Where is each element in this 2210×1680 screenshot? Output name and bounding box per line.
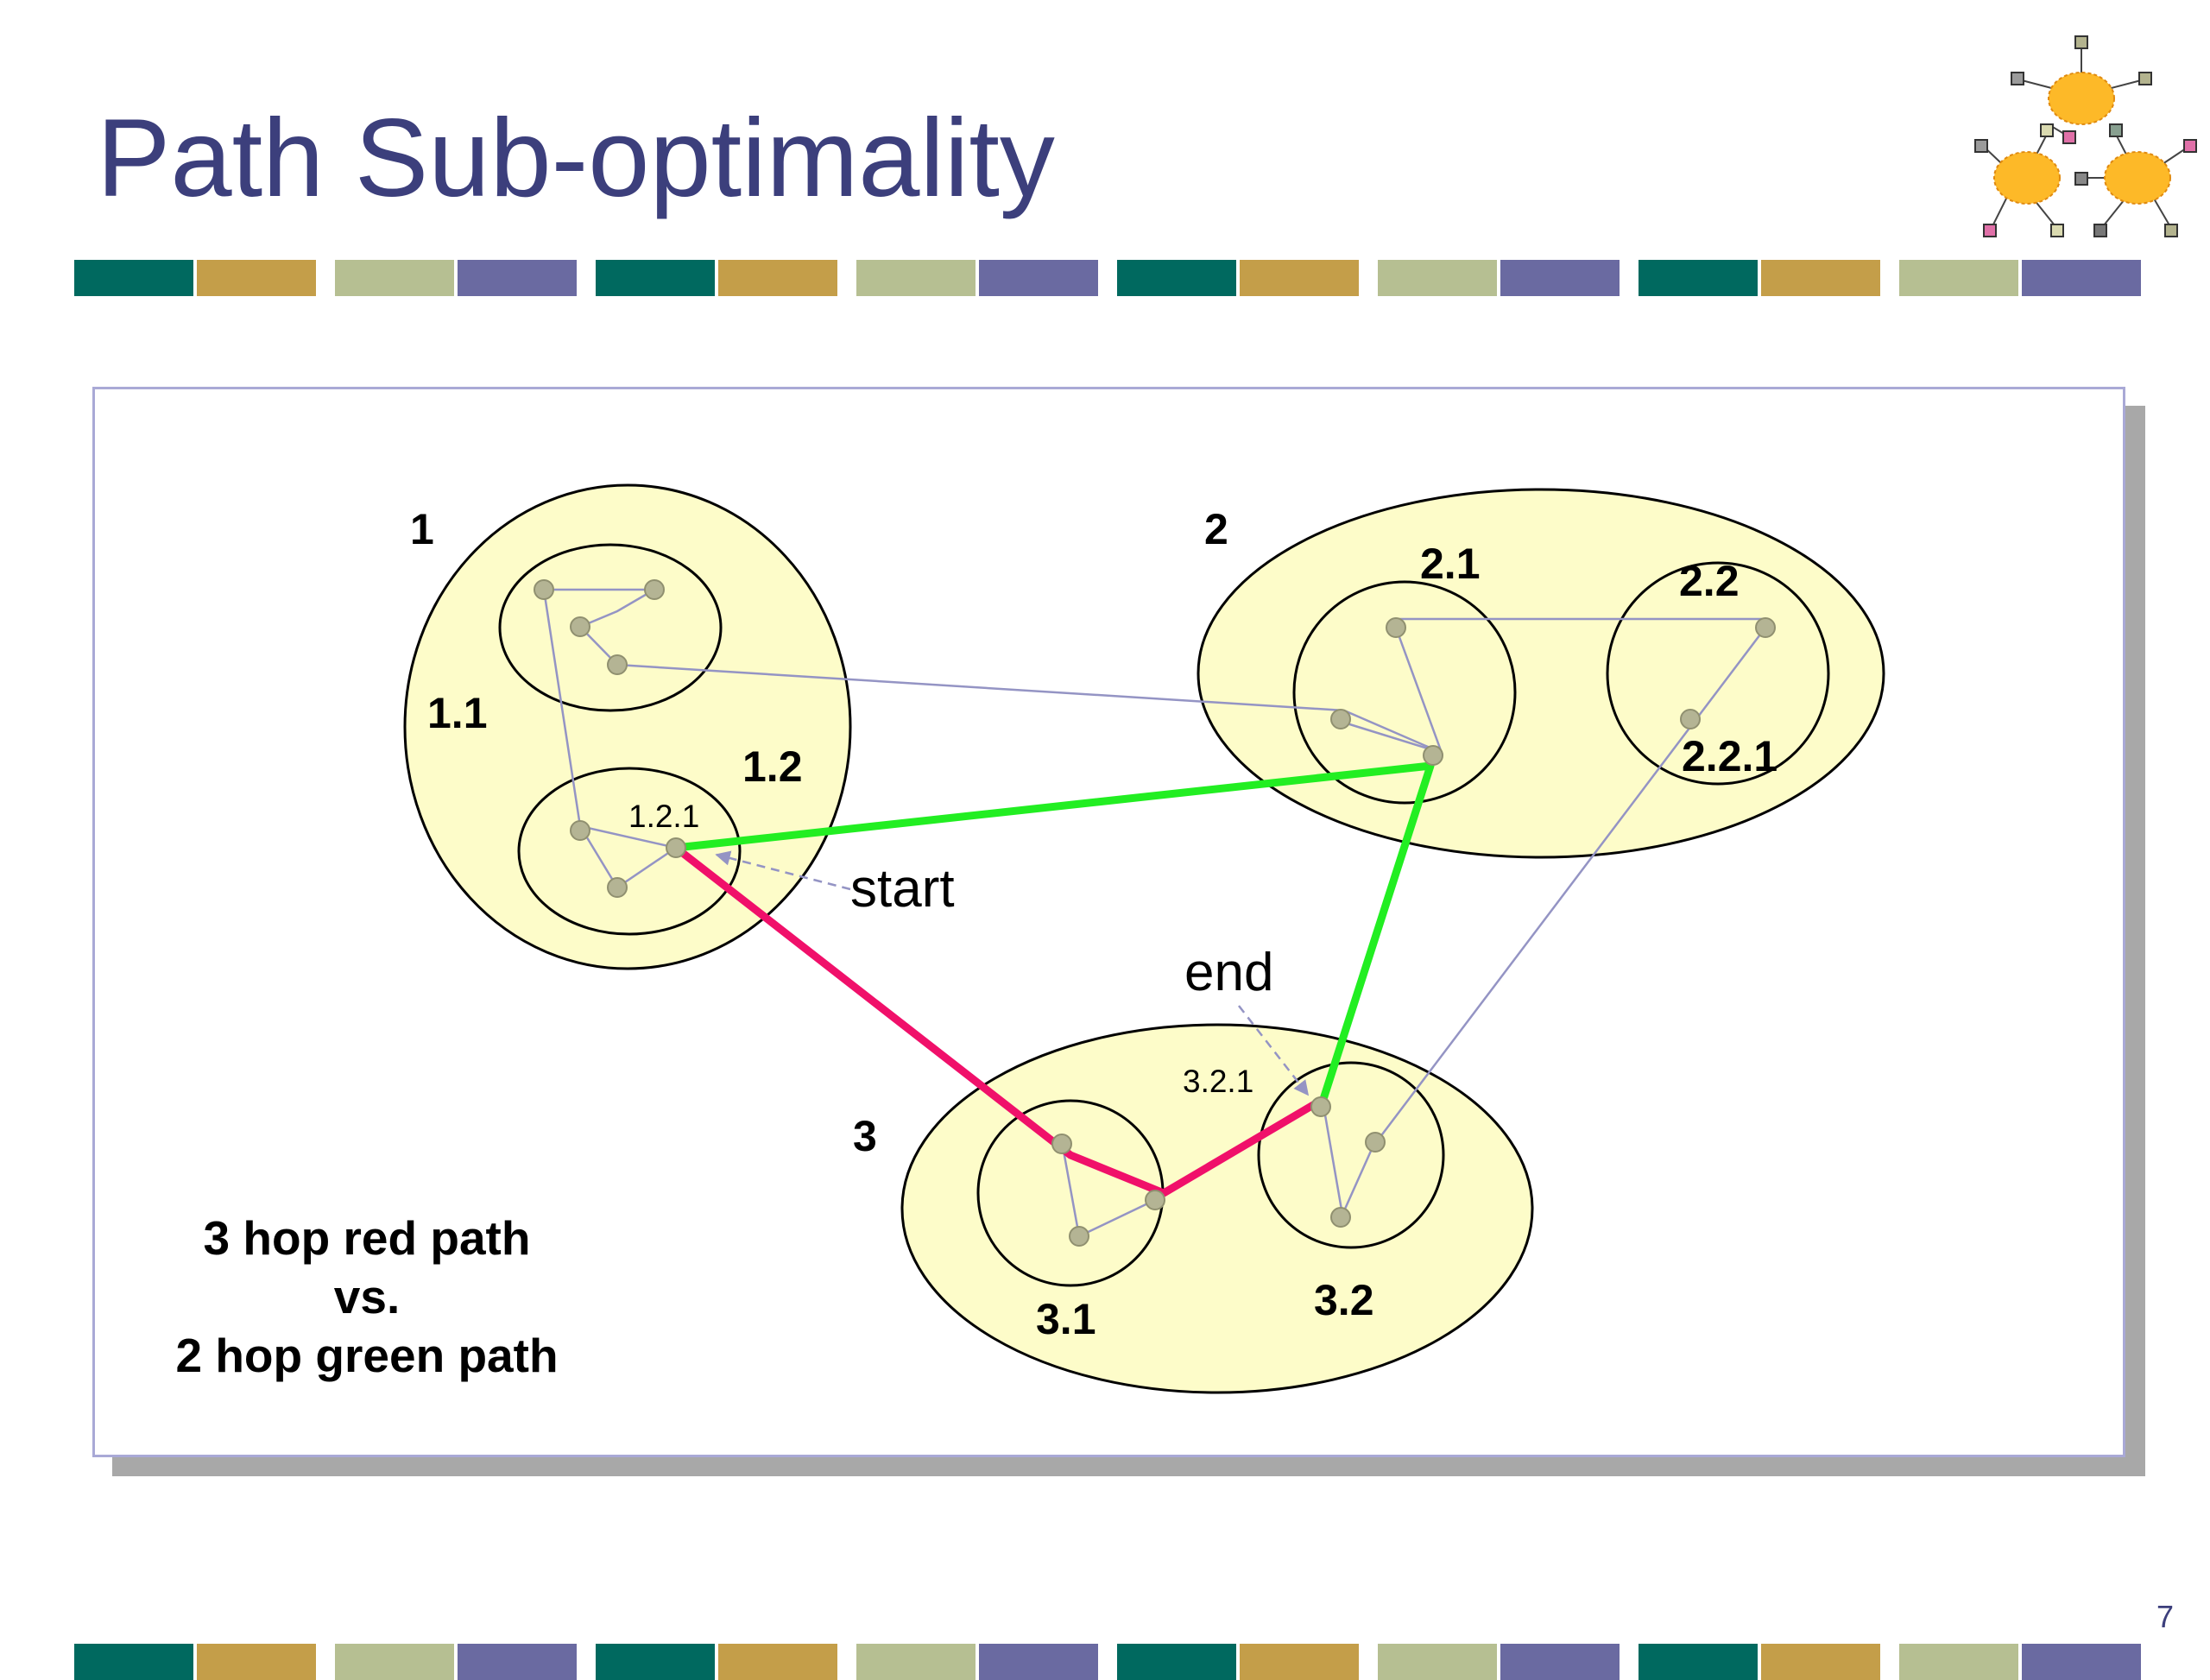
slide-title: Path Sub-optimality: [97, 97, 1055, 220]
cluster-1-label: 1: [410, 505, 434, 553]
band-segment: [458, 260, 577, 296]
subcluster-2-1-label: 2.1: [1420, 540, 1481, 588]
cluster-2-label: 2: [1204, 505, 1228, 553]
node-1-2-1-label: 1.2.1: [628, 799, 699, 834]
cluster-2: [1197, 488, 1885, 859]
node: [644, 579, 665, 600]
node: [1051, 1134, 1072, 1154]
page-number: 7: [2156, 1599, 2175, 1634]
band-segment: [2022, 260, 2141, 296]
node: [1330, 709, 1351, 729]
diagram-caption: 3 hop red path vs. 2 hop green path: [129, 1209, 604, 1385]
band-segment: [197, 260, 316, 296]
band-segment: [335, 260, 454, 296]
subcluster-1-2: [517, 767, 742, 936]
subcluster-2-1: [1292, 580, 1517, 805]
node-2-2-1: [1680, 709, 1701, 729]
subcluster-1-1: [498, 543, 723, 712]
node-3-2-1-label: 3.2.1: [1183, 1064, 1253, 1099]
subcluster-3-1-label: 3.1: [1036, 1295, 1096, 1343]
caption-line-3: 2 hop green path: [175, 1329, 559, 1382]
band-segment: [718, 260, 837, 296]
subcluster-2-2-label: 2.2: [1679, 557, 1740, 605]
node: [1755, 617, 1776, 638]
band-segment: [1378, 260, 1497, 296]
end-label: end: [1184, 943, 1273, 1002]
subcluster-3-2-label: 3.2: [1314, 1276, 1374, 1324]
node: [1386, 617, 1406, 638]
band-segment: [1639, 260, 1758, 296]
network-logo-icon: [1974, 35, 2197, 237]
subcluster-2-2: [1606, 561, 1830, 786]
node: [1145, 1190, 1165, 1210]
red-path: [672, 843, 1328, 1197]
caption-line-2: vs.: [333, 1270, 401, 1323]
node: [1365, 1132, 1386, 1153]
node: [1330, 1207, 1351, 1228]
band-segment: [74, 260, 193, 296]
nodes: [534, 579, 1776, 1247]
end-arrow: [1238, 1005, 1310, 1096]
node-1-2-1: [666, 837, 686, 858]
band-segment: [979, 260, 1098, 296]
node: [534, 579, 554, 600]
subcluster-1-1-label: 1.1: [427, 689, 488, 737]
start-arrow: [715, 850, 851, 891]
node: [570, 616, 590, 637]
subcluster-3-2: [1257, 1061, 1445, 1249]
caption-line-1: 3 hop red path: [203, 1211, 531, 1265]
cluster-3: [900, 1023, 1534, 1394]
node-3-2-1: [1310, 1096, 1331, 1117]
band-segment: [1240, 260, 1359, 296]
node: [570, 820, 590, 841]
node: [607, 654, 628, 675]
band-segment: [1899, 260, 2018, 296]
cluster-3-label: 3: [853, 1112, 877, 1160]
band-segment: [596, 260, 715, 296]
band-segment: [856, 260, 976, 296]
green-path: [672, 761, 1435, 1103]
start-label: start: [850, 859, 955, 919]
node: [607, 877, 628, 898]
node-2-2-1-label: 2.2.1: [1682, 732, 1777, 780]
subcluster-1-2-label: 1.2: [742, 742, 803, 791]
band-segment: [1117, 260, 1236, 296]
node: [1069, 1226, 1089, 1247]
band-segment: [1761, 260, 1880, 296]
band-segment: [1500, 260, 1620, 296]
node: [1423, 745, 1443, 766]
